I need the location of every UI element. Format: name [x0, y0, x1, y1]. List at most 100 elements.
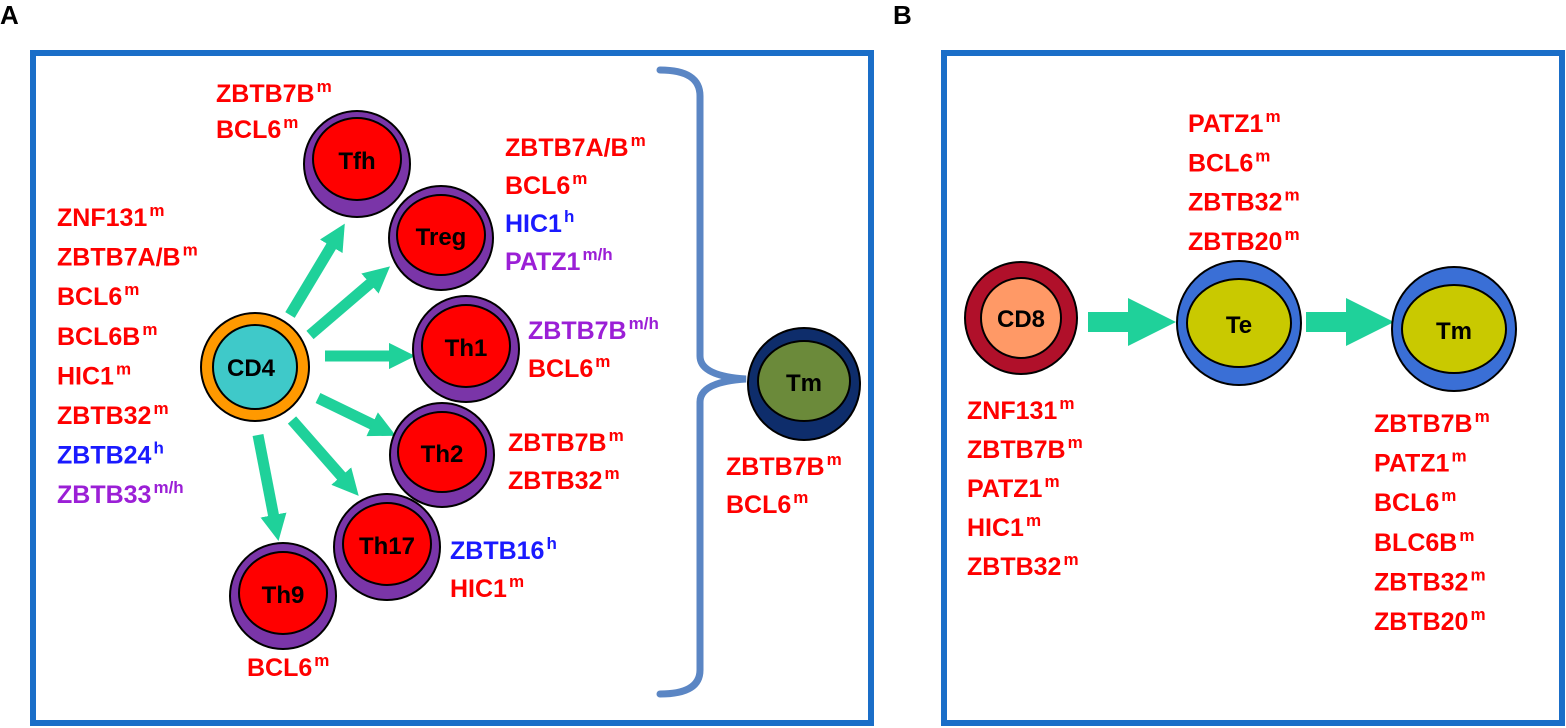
gene-species-superscript: m — [827, 450, 842, 469]
gene-name: HIC1 — [505, 210, 562, 238]
gene-species-superscript: m — [1026, 511, 1041, 530]
gene-species-superscript: m — [149, 201, 164, 220]
gene-name: ZNF131 — [967, 397, 1057, 425]
gene-species-superscript: m — [631, 131, 646, 150]
gene-name: ZBTB32 — [967, 553, 1061, 581]
gene-name: PATZ1 — [505, 248, 581, 276]
gene-name: ZBTB33 — [57, 481, 151, 509]
gene-species-superscript: m — [1265, 107, 1280, 126]
gene-species-superscript: m — [142, 320, 157, 339]
gene-species-superscript: m — [509, 572, 524, 591]
gene-species-superscript: m — [1470, 565, 1485, 584]
gene-species-superscript: m — [1441, 486, 1456, 505]
gene-species-superscript: m/h — [629, 314, 659, 333]
panel-a-arrows — [252, 223, 416, 541]
gene-name: ZBTB32 — [508, 467, 602, 495]
gene-species-superscript: m — [1284, 186, 1299, 205]
cell-cd8: CD8 — [964, 261, 1078, 375]
cell-th9-label: Th9 — [262, 582, 305, 609]
gene-name: ZBTB7B — [1374, 410, 1473, 438]
gene-name: ZBTB7B — [967, 436, 1066, 464]
gene-species-superscript: m/h — [153, 478, 183, 497]
cell-tm-b: Tm — [1391, 266, 1517, 392]
gene-species-superscript: m — [116, 359, 131, 378]
cell-th1-label: Th1 — [445, 335, 488, 362]
gene-name: ZBTB7B — [216, 80, 315, 108]
gene-species-superscript: h — [564, 207, 574, 226]
arrow-cd4-th9 — [252, 433, 287, 541]
gene-species-superscript: m — [153, 399, 168, 418]
bracket — [656, 66, 747, 698]
gene-name: ZBTB7A/B — [505, 134, 629, 162]
gene-species-superscript: m — [183, 241, 198, 260]
gene-species-superscript: m — [1470, 605, 1485, 624]
cell-tfh-label: Tfh — [338, 148, 375, 175]
cell-th2: Th2 — [389, 402, 495, 508]
gene-name: PATZ1 — [967, 475, 1043, 503]
gene-species-superscript: m — [283, 113, 298, 132]
gene-species-superscript: h — [153, 439, 163, 458]
arrow-cd4-tfh — [285, 223, 345, 318]
gene-species-superscript: m — [1044, 472, 1059, 491]
gene-name: ZBTB20 — [1188, 228, 1282, 256]
panel-letter-a: A — [0, 0, 19, 30]
cell-treg: Treg — [388, 185, 494, 291]
cell-te-label: Te — [1226, 312, 1252, 339]
cell-te: Te — [1176, 260, 1302, 386]
gene-species-superscript: m — [1475, 407, 1490, 426]
panel-letter-b: B — [893, 0, 912, 30]
gene-species-superscript: m — [604, 464, 619, 483]
gene-name: BCL6 — [1188, 149, 1253, 177]
gene-name: ZBTB24 — [57, 442, 152, 470]
gene-name: BCL6 — [247, 654, 312, 682]
gene-species-superscript: m — [572, 169, 587, 188]
cell-th9: Th9 — [229, 542, 337, 650]
cell-th2-label: Th2 — [421, 441, 464, 468]
gene-species-superscript: m — [793, 488, 808, 507]
gene-name: ZBTB7B — [726, 453, 825, 481]
cell-cd8-label: CD8 — [997, 306, 1045, 333]
gene-species-superscript: m — [1059, 394, 1074, 413]
cell-tm-a: Tm — [747, 327, 861, 441]
gene-name: ZBTB7B — [508, 429, 607, 457]
gene-name: ZBTB32 — [1374, 568, 1468, 596]
gene-species-superscript: m — [609, 426, 624, 445]
gene-species-superscript: m — [1063, 550, 1078, 569]
gene-name: HIC1 — [450, 575, 507, 603]
panel-b-border — [941, 50, 1565, 726]
